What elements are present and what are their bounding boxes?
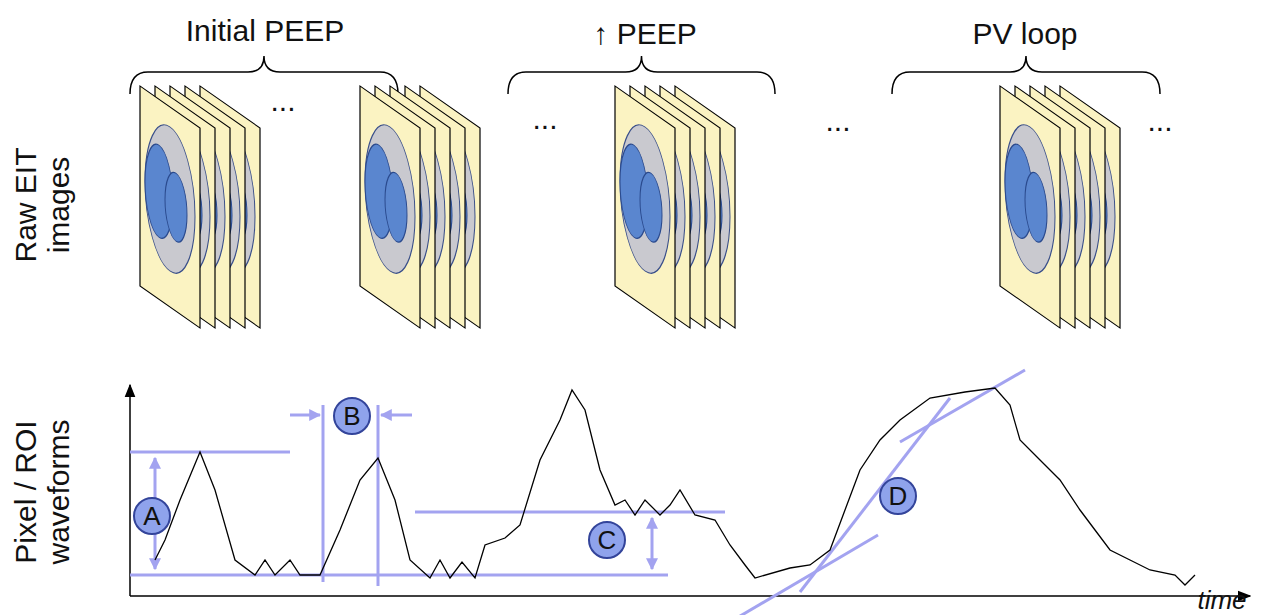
axes (130, 385, 1250, 596)
callout-circle: B (333, 397, 371, 435)
group-brace (508, 56, 775, 94)
waveform (155, 388, 1195, 585)
callout-circle: A (133, 497, 171, 535)
ellipsis: ... (825, 104, 850, 137)
ellipsis: ... (1147, 104, 1172, 137)
measure-lines (130, 370, 1025, 615)
callout-letter: B (343, 403, 360, 429)
eit-image (140, 86, 200, 328)
eit-image (1000, 86, 1060, 328)
phase-label: ↑ PEEP (593, 17, 696, 50)
callout-letter: D (889, 483, 908, 509)
axis-label: time (1197, 586, 1246, 615)
eit-image (360, 86, 420, 328)
phase-label: PV loop (972, 17, 1077, 50)
phase-label: Initial PEEP (186, 14, 344, 47)
group-brace (892, 56, 1160, 94)
eit-image-stacks (140, 86, 1120, 328)
eit-image (615, 86, 675, 328)
callout-circle: D (879, 477, 917, 515)
ellipsis: ... (532, 102, 557, 135)
axis-title: Raw EIT images (9, 140, 75, 270)
axis-title: Pixel / ROI waveforms (9, 410, 75, 575)
callout-letter: A (143, 503, 160, 529)
ellipsis: ... (270, 84, 295, 117)
callout-letter: C (598, 527, 617, 553)
callout-circle: C (588, 521, 626, 559)
